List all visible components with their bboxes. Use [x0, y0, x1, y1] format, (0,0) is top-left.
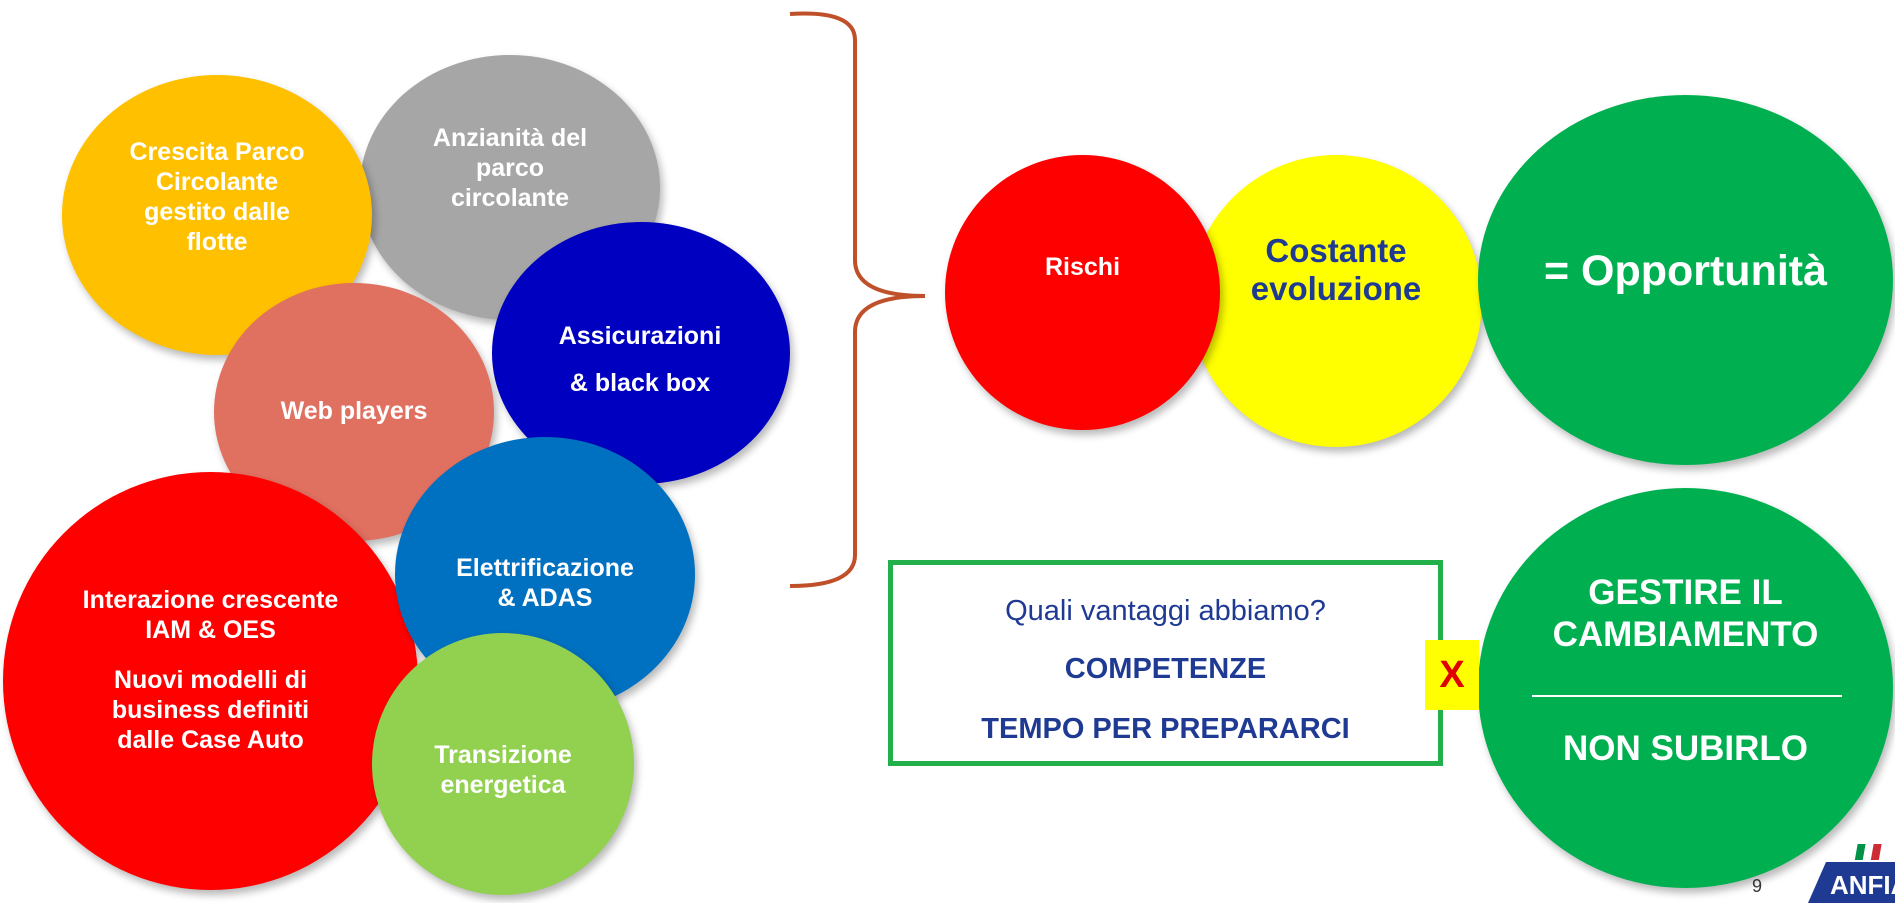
- label-elettrificazione: Elettrificazione & ADAS: [456, 554, 634, 612]
- anfia-logo: ANFIA: [1808, 844, 1895, 903]
- page-number: 9: [1752, 876, 1763, 896]
- vantaggi-item-competenze: COMPETENZE: [1064, 653, 1267, 685]
- label-gestire: GESTIRE IL CAMBIAMENTO: [1552, 573, 1819, 654]
- multiply-badge: X: [1425, 640, 1479, 710]
- divider-line: [1532, 695, 1842, 697]
- vantaggi-box: Quali vantaggi abbiamo? COMPETENZE TEMPO…: [888, 560, 1443, 766]
- svg-text:ANFIA: ANFIA: [1830, 870, 1895, 900]
- label-rischi: Rischi: [1044, 253, 1121, 281]
- vantaggi-question: Quali vantaggi abbiamo?: [1005, 595, 1326, 627]
- label-interazione-1: Interazione crescente IAM & OES: [82, 586, 339, 644]
- label-assicurazioni: Assicurazioni & black box: [558, 322, 722, 397]
- label-anzianita: Anzianità del parco circolante: [432, 124, 588, 212]
- label-web-players: Web players: [280, 397, 428, 425]
- label-interazione-2: Nuovi modelli di business definiti dalle…: [111, 666, 310, 754]
- circle-rischi: [945, 155, 1220, 430]
- circle-opportunita: [1478, 95, 1893, 465]
- vantaggi-item-tempo: TEMPO PER PREPARARCI: [981, 713, 1350, 745]
- label-transizione: Transizione energetica: [434, 741, 572, 799]
- circle-interazione: [3, 472, 418, 890]
- label-opportunita: = Opportunità: [1543, 247, 1828, 295]
- circle-costante: [1190, 155, 1482, 447]
- label-non-subirlo: NON SUBIRLO: [1563, 729, 1808, 768]
- circle-transizione: [372, 633, 634, 895]
- curly-brace: [789, 11, 926, 588]
- label-crescita: Crescita Parco Circolante gestito dalle …: [129, 138, 305, 256]
- circle-gestire: [1478, 488, 1893, 888]
- label-costante: Costante evoluzione: [1250, 232, 1422, 307]
